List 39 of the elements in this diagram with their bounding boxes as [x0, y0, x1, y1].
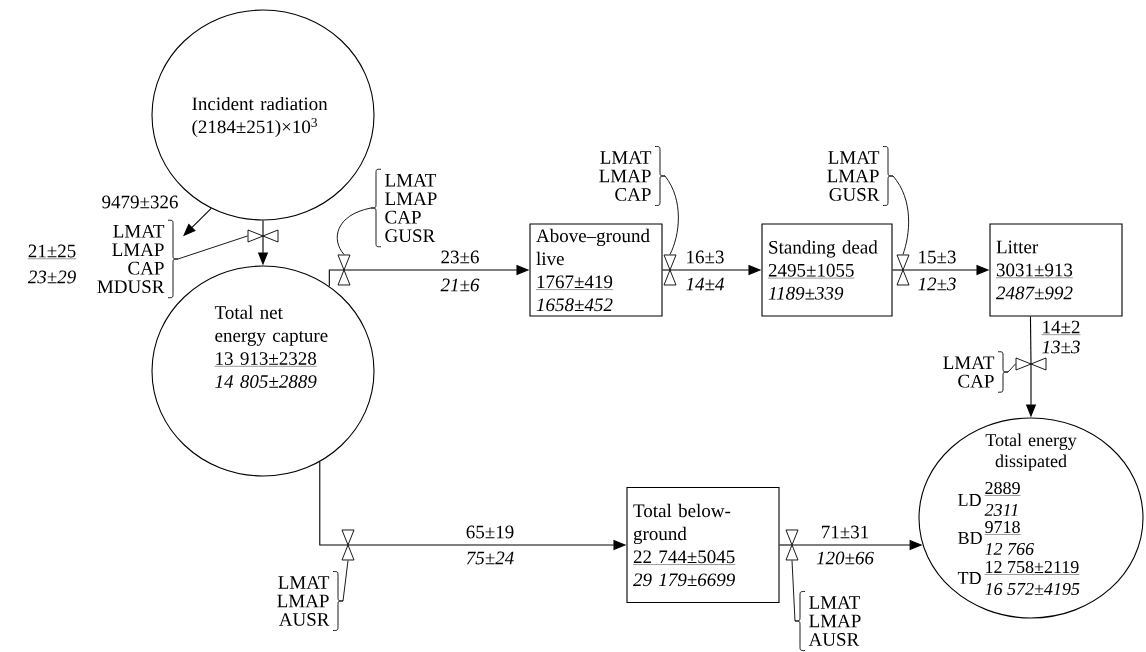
valve-symbol	[896, 254, 910, 286]
valve-symbol	[785, 529, 799, 561]
flow-value: 75±24	[466, 551, 514, 565]
flow-value: 65±19	[466, 525, 514, 539]
flow-value: 13±3	[1042, 340, 1080, 354]
flow-value: 16±3	[687, 250, 724, 264]
flow-value: 21±6	[440, 278, 480, 292]
flow-value: 71±31	[822, 525, 869, 539]
flow-value: 15±3	[919, 250, 956, 264]
flow-value: 14±2	[1041, 320, 1081, 335]
factor-list: LMAT LMAP AUSR	[794, 591, 861, 651]
flow-line	[328, 269, 345, 287]
factor-list: LMAT CAP	[943, 351, 1009, 393]
factor-list: LMAT LMAP CAP	[599, 146, 666, 206]
flow-line	[892, 269, 904, 271]
flow-value: 23±6	[441, 250, 479, 264]
flow-value: 23±29	[27, 270, 76, 284]
factor-list: LMAT LMAP CAP MDUSR	[97, 219, 179, 299]
valve-symbol	[663, 254, 677, 286]
flow-value: 14±4	[686, 277, 725, 291]
flow-line	[319, 461, 349, 546]
stock-box: Above–ground live 1767±419 1658±452	[529, 223, 663, 317]
flow-value: 12±3	[918, 277, 956, 291]
flow-line	[262, 220, 264, 237]
flow-line	[662, 269, 671, 271]
valve-symbol	[247, 229, 279, 243]
factor-list: LMAT LMAP CAP GUSR	[370, 168, 437, 248]
stock-box: Total below-ground 22 744±5045 29 179±6699	[626, 486, 780, 604]
factor-list: LMAT LMAP GUSR	[827, 146, 894, 206]
valve-symbol	[341, 529, 355, 561]
stock-box: Litter 3031±913 2487±992	[989, 223, 1123, 317]
stock-box: Standing dead 2495±1055 1189±339	[761, 223, 893, 317]
factor-list: LMAT LMAP AUSR	[277, 571, 344, 631]
valve-symbol	[337, 254, 351, 286]
valve-symbol	[1015, 357, 1047, 371]
flow-value: 120±66	[816, 551, 874, 565]
flow-value: 21±25	[27, 244, 77, 259]
flow-line	[779, 544, 793, 546]
flow-value: 9479±326	[102, 195, 178, 209]
